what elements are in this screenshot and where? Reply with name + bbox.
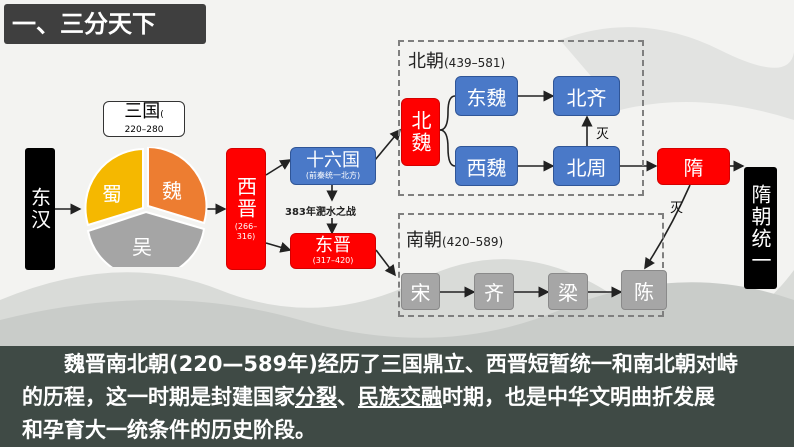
xiwei-node: 西魏: [455, 146, 518, 186]
summary-line-1: 魏晋南北朝(220—589年)经历了三国鼎立、西晋短暂统一和南北朝对峙: [64, 352, 738, 376]
mie-label-2: 灭: [670, 201, 684, 216]
sui-node: 隋: [657, 148, 730, 185]
beizhou-node: 北周: [553, 146, 620, 186]
summary-underline-minzu: 民族交融: [358, 385, 442, 409]
summary-sep: 、: [337, 385, 358, 409]
shiliuguo-label: 十六国: [306, 150, 360, 171]
sanguo-paren: (: [160, 110, 164, 120]
sanguo-years: 220–280: [124, 125, 164, 135]
shiliuguo-node: 十六国 (前秦统一北方): [290, 147, 376, 185]
summary-line-2: 的历程，这一时期是封建国家分裂、民族交融时期，也是中华文明曲折发展: [22, 381, 784, 414]
feishui-label: 383年淝水之战: [285, 203, 356, 218]
wu-slice: [86, 210, 206, 267]
xijin-node: 西晋 (266–316): [226, 148, 266, 270]
mie-label-1: 灭: [596, 127, 610, 142]
beiwei-node: 北魏: [401, 98, 440, 166]
wei-slice: [147, 147, 208, 225]
wu-label: 吴: [132, 235, 152, 259]
dongwei-node: 东魏: [455, 76, 518, 116]
dongjin-years: (317–420): [312, 256, 354, 265]
dongjin-label: 东晋: [315, 235, 351, 256]
donghan-label: 东汉: [27, 187, 52, 231]
song-node: 宋: [401, 273, 440, 310]
beichao-years: (439–581): [444, 56, 506, 70]
summary-panel: 魏晋南北朝(220—589年)经历了三国鼎立、西晋短暂统一和南北朝对峙 的历程，…: [0, 346, 794, 447]
summary-text-2b: 时期，也是中华文明曲折发展: [442, 385, 715, 409]
shiliuguo-sub: (前秦统一北方): [305, 171, 361, 180]
beiqi-node: 北齐: [553, 76, 620, 116]
summary-underline-fenlie: 分裂: [295, 385, 337, 409]
sanguo-title: 三国: [124, 101, 161, 122]
chen-node: 陈: [621, 270, 667, 310]
qi-node: 齐: [474, 273, 514, 310]
shu-label: 蜀: [102, 182, 122, 206]
page-title: 一、三分天下: [4, 4, 206, 44]
donghan-node: 东汉: [25, 148, 55, 270]
liang-node: 梁: [548, 273, 588, 310]
dongjin-node: 东晋 (317–420): [290, 233, 376, 269]
sanguo-box: 三国( 220–280: [103, 101, 185, 137]
beichao-label: 北朝: [408, 51, 444, 72]
nanchao-years: (420–589): [442, 235, 504, 249]
sui-unify-label: 隋朝统一: [748, 184, 772, 272]
nanchao-label: 南朝: [406, 230, 442, 251]
sanguo-pie: [84, 147, 208, 267]
wei-label: 魏: [162, 179, 182, 203]
summary-line-3: 和孕育大一统条件的历史阶段。: [22, 418, 316, 442]
beichao-region: [398, 40, 644, 196]
shu-slice: [84, 147, 144, 227]
summary-text-2a: 的历程，这一时期是封建国家: [22, 385, 295, 409]
nanchao-region: [398, 213, 664, 317]
beiwei-label: 北魏: [408, 110, 432, 154]
xijin-years: (266–316): [234, 222, 258, 241]
xijin-label: 西晋: [233, 176, 258, 220]
nanchao-heading: 南朝(420–589): [406, 226, 503, 252]
beichao-heading: 北朝(439–581): [408, 47, 505, 73]
sui-unify-node: 隋朝统一: [744, 167, 777, 289]
